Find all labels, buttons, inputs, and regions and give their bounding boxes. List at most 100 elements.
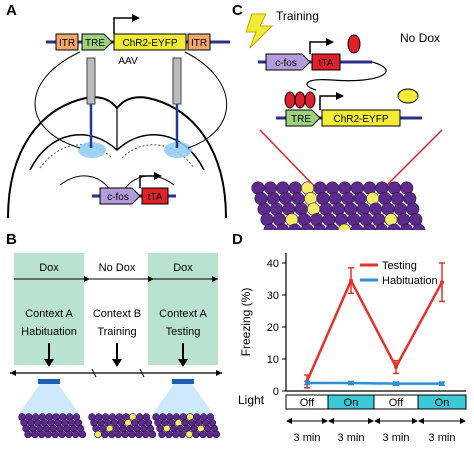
neuron-cell [275, 223, 289, 230]
tre-label: TRE [85, 38, 105, 49]
tta-dimer-2 [294, 91, 306, 109]
neuron-cell [205, 430, 214, 439]
y-tick-label: 20 [267, 322, 279, 334]
down-arrow-icon [112, 343, 122, 367]
injection-site-right [164, 142, 192, 158]
light-epoch-label-2: On [344, 397, 359, 409]
tre-box [81, 33, 113, 51]
neuron-cell [121, 430, 129, 439]
duration-label-3: 3 min [383, 432, 410, 444]
promoter-arrowhead-bottom [154, 172, 162, 180]
hippocampus-right-layer [121, 144, 195, 169]
cfos-label-c: c-fos [275, 58, 297, 69]
phase-arrowhead-3 [212, 276, 218, 282]
tta-dimer-1 [284, 91, 296, 109]
phase-arrowhead-2 [148, 276, 154, 282]
tta-dimer-3 [304, 91, 316, 109]
optic-fiber-right [172, 57, 182, 105]
duration-arrow [286, 418, 328, 424]
virus-arc-right [184, 51, 227, 149]
tre-label-c: TRE [291, 114, 311, 125]
promoter-arrow-c2 [319, 95, 336, 110]
cfos-box-c [265, 53, 311, 71]
phase-label-3: Dox [173, 262, 193, 274]
chart-series [304, 262, 445, 389]
neuron-cell [135, 430, 143, 439]
chr2-protein [397, 88, 419, 104]
tta-label-c: tTA [319, 58, 334, 69]
context-label-2: Context B [93, 308, 141, 320]
itr-right-label: ITR [191, 38, 207, 49]
neuron-cell [192, 430, 200, 439]
light-epoch-label-3: Off [389, 397, 404, 409]
series-line-1 [307, 381, 442, 385]
duration-label-2: 3 min [338, 432, 365, 444]
context-label-3: Context A [159, 308, 207, 320]
neuron-cell [178, 430, 187, 439]
data-point [440, 381, 444, 386]
legend-label-habituation: Habituation [382, 275, 438, 287]
y-tick-label: 30 [267, 290, 279, 302]
duration-arrow [328, 418, 374, 424]
tre-box-c [285, 109, 321, 127]
down-arrow-icon [178, 343, 188, 367]
light-epoch-label-1: Off [300, 397, 315, 409]
data-point [305, 381, 309, 385]
neuron-cell [44, 430, 53, 439]
light-label: Light [238, 393, 265, 407]
neuron-cell [375, 223, 389, 230]
hippocampus-left-layer [39, 144, 113, 169]
neuron-lattice-testing [152, 413, 221, 439]
timeline-break-2 [139, 368, 145, 378]
zoom-line-right [383, 129, 443, 189]
light-cone-3 [152, 384, 214, 415]
neuron-cell [51, 430, 59, 439]
neuron-lattice-c [251, 181, 426, 230]
virus-arc-left [34, 51, 81, 149]
chr2-eyfp-box-c [321, 109, 401, 127]
promoter-arrowhead-c2 [336, 92, 344, 100]
panel-letter-a: A [6, 2, 17, 19]
timeline-break-1 [91, 368, 97, 378]
neuron-cell [148, 430, 157, 439]
neuron-cell [107, 430, 116, 439]
promoter-arrow-top [113, 17, 132, 34]
neuron-cell [399, 223, 413, 230]
panel-letter-c: C [232, 2, 243, 19]
connector-curve [306, 61, 387, 91]
neuron-cell [78, 430, 87, 439]
itr-right-box [187, 33, 211, 51]
itr-left-label: ITR [59, 38, 75, 49]
panel-a-diagram: ITR TRE ChR2-EYFP ITR AAV c-fos tTA [7, 14, 230, 219]
no-dox-label: No Dox [400, 31, 440, 45]
series-line-0 [305, 277, 444, 382]
neuron-cell [350, 223, 364, 230]
light-cone-1 [18, 384, 80, 415]
promoter-arrowhead-c [326, 38, 334, 46]
neuron-lattice-training [88, 413, 157, 439]
neuron-cell [31, 430, 39, 439]
neuron-cell [337, 223, 351, 230]
light-epoch-label-4: On [435, 397, 450, 409]
duration-label-4: 3 min [429, 432, 456, 444]
data-point [349, 278, 353, 283]
neuron-cell [37, 430, 46, 439]
neuron-cell [263, 223, 277, 230]
tta-label-a: tTA [148, 192, 163, 203]
neuron-cell [158, 430, 166, 439]
optic-fiber-left [86, 57, 96, 105]
phase-label-1: Dox [39, 262, 59, 274]
data-point [440, 280, 444, 285]
chr2-eyfp-label: ChR2-EYFP [122, 38, 177, 49]
neuron-cell [71, 430, 80, 439]
neuron-cell [387, 223, 401, 230]
neuron-cell [141, 430, 150, 439]
cfos-box-a [99, 187, 141, 205]
y-tick-label: 0 [273, 386, 279, 398]
neuron-cell [300, 223, 314, 230]
neuron-cell [128, 430, 136, 439]
promoter-arrowhead-top [132, 14, 140, 22]
neuron-cell [24, 430, 32, 439]
